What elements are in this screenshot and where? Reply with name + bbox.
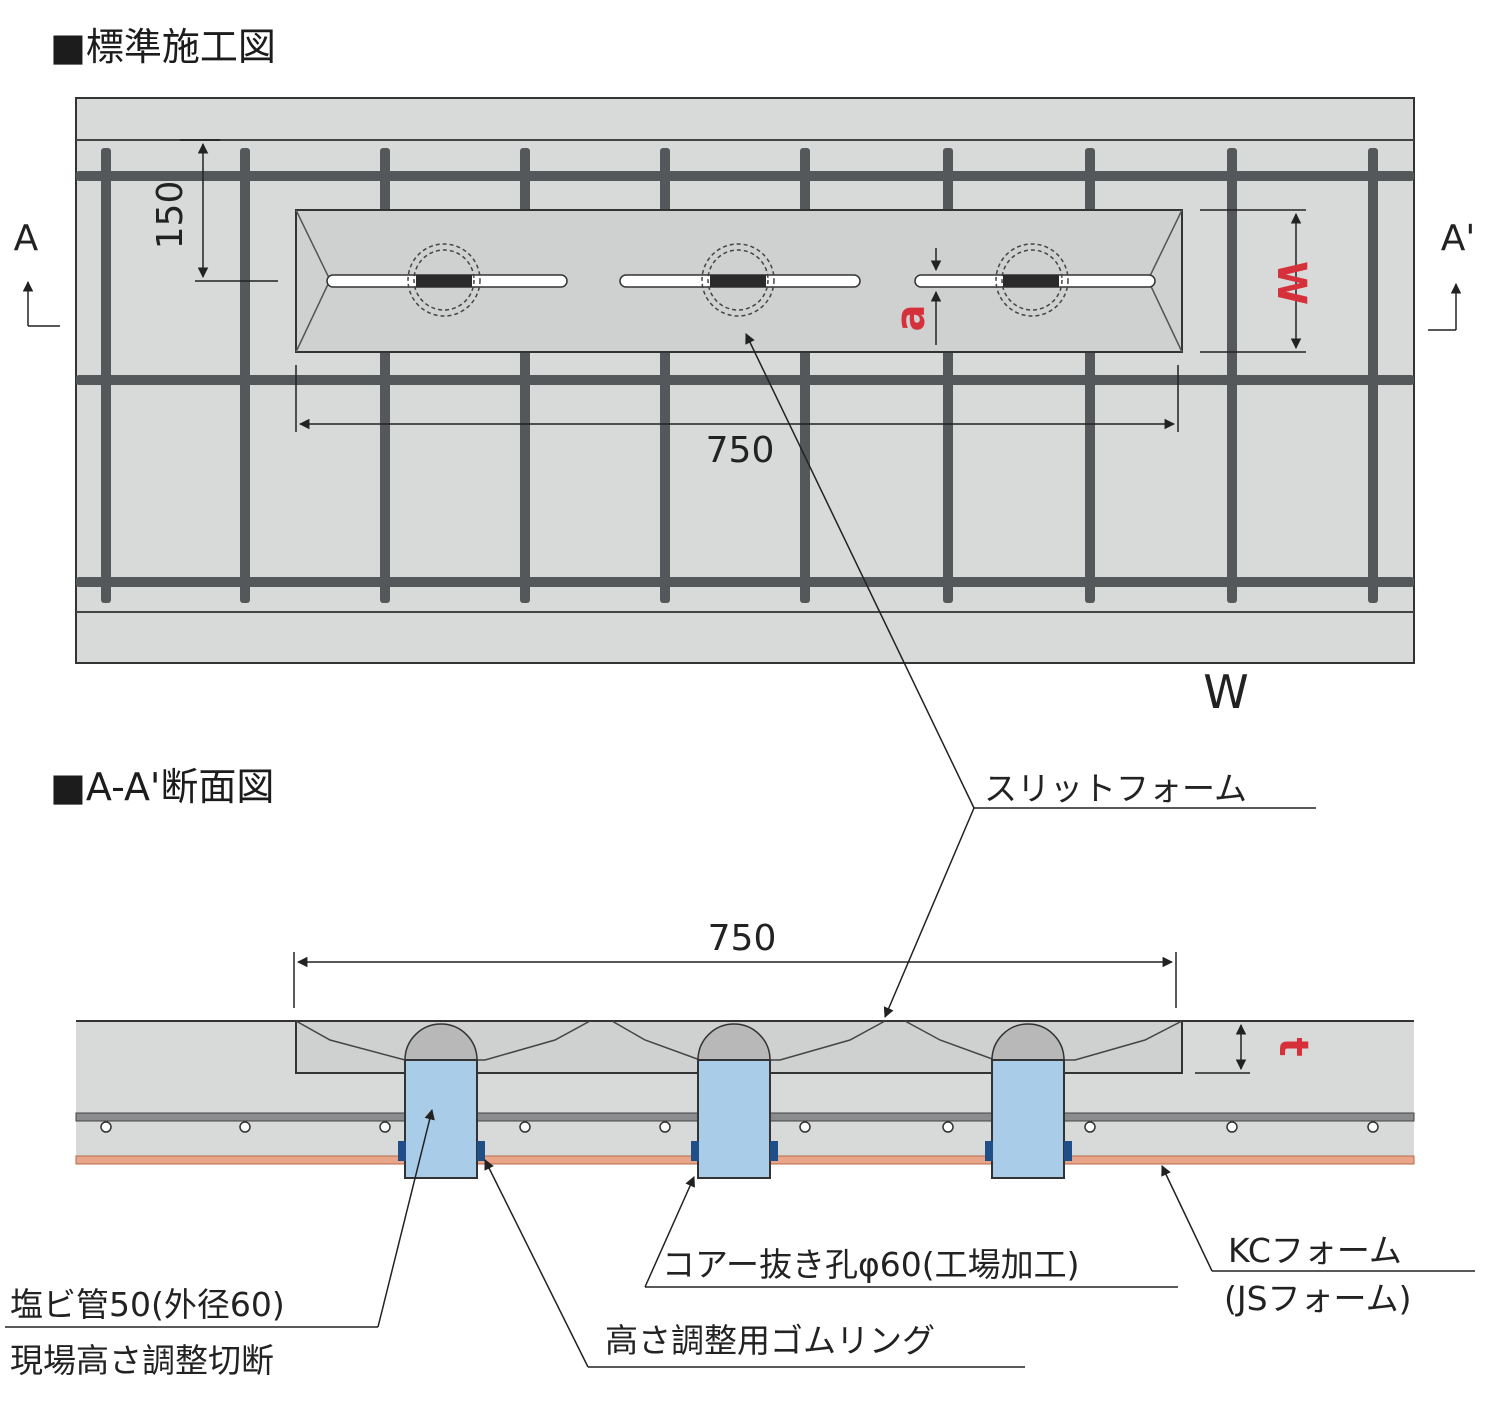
rubber-ring — [985, 1141, 993, 1161]
cut-on-site-label: 現場高さ調整切断 — [10, 1341, 274, 1380]
core-hole-outline — [701, 243, 775, 317]
rebar-dots-group — [100, 1121, 1379, 1133]
section-mark-right-label: A' — [1441, 218, 1476, 259]
core-hole-outline — [1001, 249, 1063, 311]
pitch-dimension-label: 150 — [150, 181, 191, 250]
rebar-dot — [239, 1121, 251, 1133]
rebar-dot — [1084, 1121, 1096, 1133]
callout-pvc-pipe: 塩ビ管50(外径60) 現場高さ調整切断 — [5, 1108, 435, 1380]
pipe-cap — [697, 1023, 771, 1061]
slit-length-section-label: 750 — [708, 918, 777, 959]
rebar-dot — [519, 1121, 531, 1133]
core-hole-outline — [995, 243, 1069, 317]
slit-offset-label: a — [888, 305, 934, 332]
plan-view-title: ■標準施工図 — [50, 25, 276, 69]
dimension-slit-length-plan: 750 — [295, 365, 1179, 471]
core-hole-outline — [413, 249, 475, 311]
thickness-label: t — [1270, 1037, 1316, 1056]
rebar-horizontal — [76, 375, 1414, 385]
dimension-slit-width: W — [1200, 209, 1314, 353]
pvc-pipe-label: 塩ビ管50(外径60) — [10, 1285, 285, 1324]
rubber-ring — [1064, 1141, 1072, 1161]
gutter-width-label: W — [1203, 665, 1248, 719]
rebar-horizontal-group — [76, 171, 1414, 587]
rubber-ring — [477, 1141, 485, 1161]
core-hole-outline — [707, 249, 769, 311]
callout-rubber-ring: 高さ調整用ゴムリング — [484, 1159, 1025, 1368]
callout-core-hole: コアー抜き孔φ60(工場加工) — [644, 1176, 1178, 1288]
section-view: 750 t — [75, 918, 1415, 1179]
rubber-ring — [398, 1141, 406, 1161]
core-hole-label: コアー抜き孔φ60(工場加工) — [662, 1245, 1080, 1284]
callout-slit-form: スリットフォーム — [745, 333, 1316, 1018]
slit-width-label: W — [1268, 261, 1314, 305]
core-hole-mark — [1003, 275, 1059, 287]
rubber-ring — [691, 1141, 699, 1161]
pvc-pipe — [404, 1059, 478, 1179]
kc-form-label: KCフォーム — [1228, 1231, 1402, 1270]
pipe-cap — [991, 1023, 1065, 1061]
pvc-pipe — [991, 1059, 1065, 1179]
rebar-dot — [379, 1121, 391, 1133]
callout-kc-form: KCフォーム (JSフォーム) — [1161, 1165, 1475, 1318]
core-hole-outline — [407, 243, 481, 317]
js-form-label: (JSフォーム) — [1224, 1279, 1411, 1318]
rubber-ring-label: 高さ調整用ゴムリング — [605, 1321, 935, 1360]
dimension-pitch: 150 — [150, 139, 278, 282]
slit-length-plan-label: 750 — [706, 430, 775, 471]
slit-form-plan — [295, 209, 1183, 353]
section-view-title: ■A-A'断面図 — [50, 765, 274, 809]
rebar-dot — [1226, 1121, 1238, 1133]
plan-view: 150 750 a W W A — [14, 97, 1476, 719]
rebar-dot — [659, 1121, 671, 1133]
rebar-dot — [799, 1121, 811, 1133]
rebar-dot — [100, 1121, 112, 1133]
rebar-horizontal — [76, 577, 1414, 587]
rebar-dot — [1367, 1121, 1379, 1133]
rebar-dot — [942, 1121, 954, 1133]
pipe-cap — [404, 1023, 478, 1061]
core-hole-mark — [710, 275, 766, 287]
slit-form-label: スリットフォーム — [984, 769, 1247, 808]
section-mark-left-label: A — [14, 218, 39, 259]
pvc-pipe — [697, 1059, 771, 1179]
rebar-horizontal — [76, 171, 1414, 181]
section-mark-left: A — [14, 218, 60, 327]
dimension-slit-length-section: 750 — [293, 918, 1177, 1008]
section-mark-right: A' — [1428, 218, 1476, 331]
dimension-thickness: t — [1195, 1023, 1316, 1074]
rubber-ring — [770, 1141, 778, 1161]
core-hole-mark — [416, 275, 472, 287]
pvc-pipe-group — [398, 1023, 1072, 1179]
dimension-slit-offset: a — [888, 248, 942, 345]
